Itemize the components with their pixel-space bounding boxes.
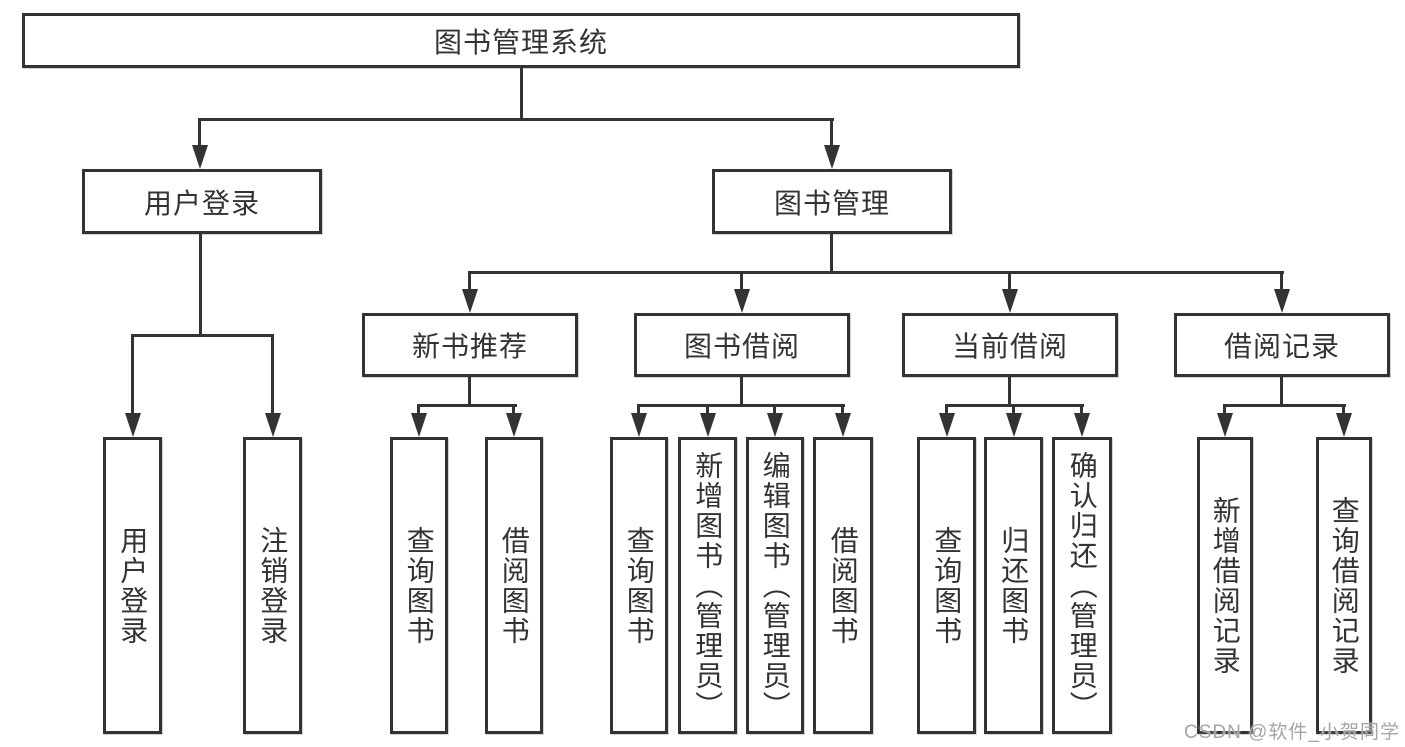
- connector-line: [468, 271, 471, 295]
- connector-line: [198, 118, 201, 151]
- arrow-down-icon: [1274, 289, 1290, 313]
- connector-line: [1280, 271, 1283, 295]
- arrow-down-icon: [824, 145, 840, 169]
- arrow-down-icon: [192, 145, 208, 169]
- connector-line: [830, 234, 833, 274]
- arrow-down-icon: [411, 413, 427, 437]
- node-root: 图书管理系统: [22, 13, 1020, 68]
- node-borrow-record: 借阅记录: [1174, 313, 1390, 377]
- csdn-watermark: CSDN @软件_小贺同学: [1184, 722, 1400, 743]
- connector-line: [1223, 404, 1346, 407]
- leaf-edit-book-admin: 编辑图书（管理员）: [746, 437, 804, 734]
- arrow-down-icon: [1002, 289, 1018, 313]
- node-user-login: 用户登录: [82, 169, 322, 234]
- leaf-query-book-3-label: 查询图书: [931, 525, 963, 646]
- connector-line: [131, 334, 134, 419]
- connector-line: [706, 404, 709, 417]
- connector-line: [773, 404, 776, 417]
- connector-line: [1223, 404, 1226, 417]
- connector-line: [740, 271, 743, 295]
- arrow-down-icon: [1217, 413, 1233, 437]
- leaf-return-book: 归还图书: [984, 437, 1043, 734]
- node-current-borrow: 当前借阅: [902, 313, 1118, 377]
- leaf-borrow-book-1: 借阅图书: [485, 437, 543, 734]
- arrow-down-icon: [1006, 413, 1022, 437]
- leaf-query-borrow-record: 查询借阅记录: [1316, 437, 1372, 734]
- arrow-down-icon: [939, 413, 955, 437]
- connector-line: [945, 404, 948, 417]
- arrow-down-icon: [125, 413, 141, 437]
- leaf-add-borrow-record-label: 新增借阅记录: [1209, 495, 1241, 676]
- node-book-management-label: 图书管理: [773, 187, 890, 219]
- node-book-borrow-label: 图书借阅: [683, 331, 800, 362]
- connector-line: [512, 404, 515, 417]
- connector-line: [468, 271, 1284, 274]
- node-new-book-recommend-label: 新书推荐: [411, 331, 528, 362]
- leaf-logout: 注销登录: [243, 437, 302, 734]
- connector-line: [1080, 404, 1083, 417]
- connector-line: [520, 68, 523, 120]
- arrow-down-icon: [265, 413, 281, 437]
- connector-line: [417, 404, 517, 407]
- connector-line: [131, 334, 274, 337]
- leaf-query-borrow-record-label: 查询借阅记录: [1328, 495, 1360, 676]
- connector-line: [740, 377, 743, 407]
- connector-line: [1280, 377, 1283, 407]
- connector-line: [841, 404, 844, 417]
- arrow-down-icon: [462, 289, 478, 313]
- arrow-down-icon: [1336, 413, 1352, 437]
- arrow-down-icon: [631, 413, 647, 437]
- leaf-borrow-book-2: 借阅图书: [813, 437, 873, 734]
- node-book-borrow: 图书借阅: [634, 313, 850, 377]
- connector-line: [1342, 404, 1345, 417]
- arrow-down-icon: [835, 413, 851, 437]
- node-current-borrow-label: 当前借阅: [951, 331, 1068, 362]
- leaf-query-book-2: 查询图书: [610, 437, 668, 734]
- arrow-down-icon: [734, 289, 750, 313]
- leaf-user-login: 用户登录: [103, 437, 162, 734]
- leaf-logout-label: 注销登录: [257, 525, 289, 646]
- arrow-down-icon: [767, 413, 783, 437]
- node-user-login-label: 用户登录: [143, 187, 260, 219]
- leaf-query-book-1-label: 查询图书: [403, 525, 435, 646]
- leaf-edit-book-admin-label: 编辑图书（管理员）: [759, 450, 791, 721]
- leaf-query-book-2-label: 查询图书: [623, 525, 655, 646]
- leaf-user-login-label: 用户登录: [117, 525, 149, 646]
- connector-line: [830, 118, 833, 151]
- node-new-book-recommend: 新书推荐: [362, 313, 578, 377]
- leaf-return-book-label: 归还图书: [998, 525, 1030, 646]
- connector-line: [1008, 271, 1011, 295]
- leaf-borrow-book-2-label: 借阅图书: [827, 525, 859, 646]
- connector-line: [271, 334, 274, 419]
- connector-line: [637, 404, 640, 417]
- leaf-query-book-1: 查询图书: [390, 437, 448, 734]
- leaf-add-book-admin: 新增图书（管理员）: [678, 437, 737, 734]
- leaf-query-book-3: 查询图书: [917, 437, 976, 734]
- connector-line: [468, 377, 471, 407]
- arrow-down-icon: [1074, 413, 1090, 437]
- leaf-add-borrow-record: 新增借阅记录: [1197, 437, 1253, 734]
- connector-line: [1008, 377, 1011, 407]
- arrow-down-icon: [506, 413, 522, 437]
- node-book-management: 图书管理: [712, 169, 952, 234]
- connector-line: [637, 404, 845, 407]
- leaf-confirm-return-admin-label: 确认归还（管理员）: [1066, 450, 1098, 721]
- connector-line: [199, 234, 202, 337]
- leaf-confirm-return-admin: 确认归还（管理员）: [1052, 437, 1112, 734]
- node-borrow-record-label: 借阅记录: [1223, 331, 1340, 362]
- leaf-borrow-book-1-label: 借阅图书: [498, 525, 530, 646]
- leaf-add-book-admin-label: 新增图书（管理员）: [692, 450, 724, 721]
- node-root-label: 图书管理系统: [433, 26, 608, 58]
- connector-line: [1012, 404, 1015, 417]
- arrow-down-icon: [700, 413, 716, 437]
- connector-line: [417, 404, 420, 417]
- connector-line: [198, 118, 834, 121]
